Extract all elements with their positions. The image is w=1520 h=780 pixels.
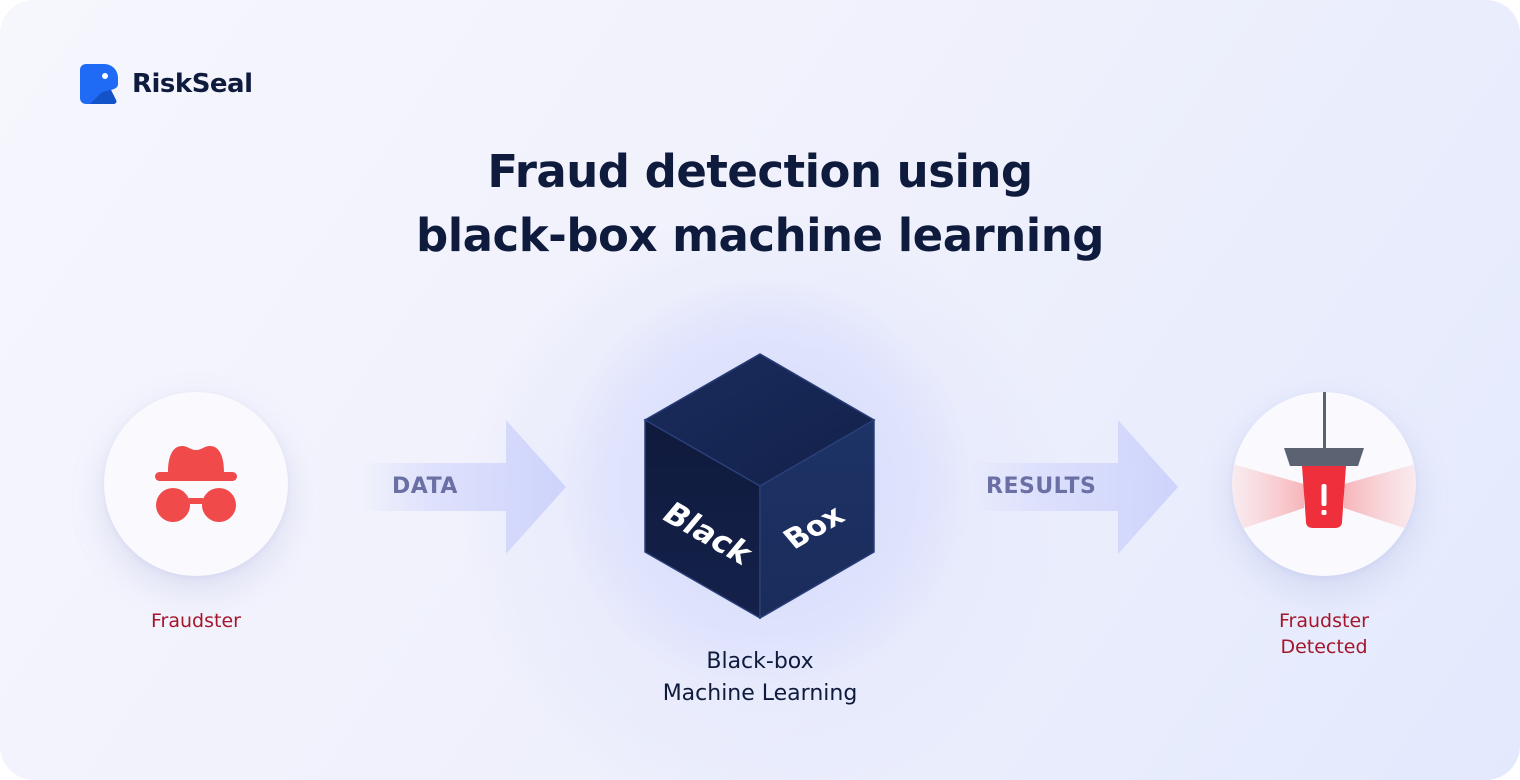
detected-label: Fraudster Detected bbox=[1279, 610, 1369, 658]
results-label: RESULTS bbox=[986, 474, 1097, 499]
bird-icon bbox=[80, 64, 118, 104]
fraudster-label: Fraudster bbox=[151, 610, 241, 632]
black-box-cube: Black Box bbox=[643, 353, 876, 620]
page-title: Fraud detection using black-box machine … bbox=[0, 140, 1520, 268]
alarm-light-icon bbox=[1232, 392, 1416, 532]
fraudster-node bbox=[104, 392, 288, 576]
title-line-1: Fraud detection using bbox=[487, 145, 1033, 198]
brand-name: RiskSeal bbox=[132, 69, 253, 99]
black-box-label: Black-box Machine Learning bbox=[662, 649, 858, 706]
data-arrow bbox=[360, 420, 566, 554]
data-label: DATA bbox=[392, 474, 458, 499]
brand-logo: RiskSeal bbox=[80, 64, 253, 104]
results-arrow bbox=[970, 420, 1178, 554]
title-line-2: black-box machine learning bbox=[416, 209, 1104, 262]
detected-node bbox=[1232, 392, 1416, 576]
spy-hat-glasses-icon bbox=[155, 446, 237, 522]
